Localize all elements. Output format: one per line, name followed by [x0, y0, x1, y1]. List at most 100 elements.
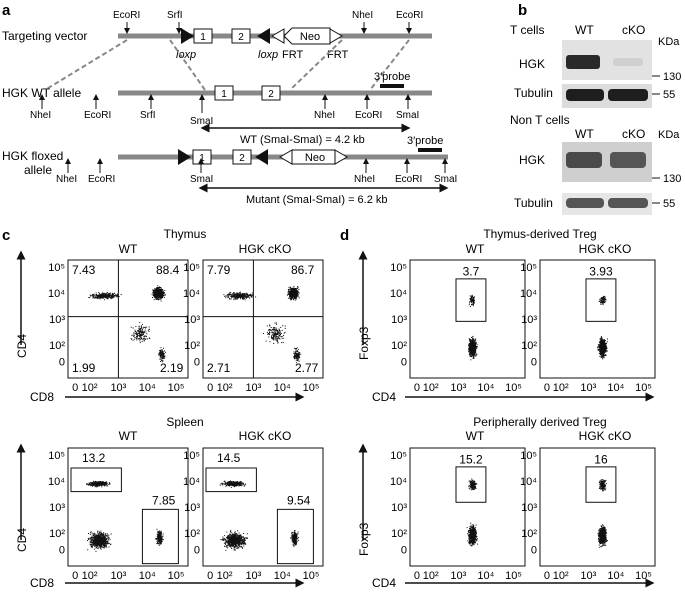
cd8-axis-label-1: CD8	[30, 390, 54, 404]
x-tick-label: 10⁵	[505, 570, 522, 582]
floxed-site-smai-1: SmaI	[190, 174, 213, 185]
cd4-x-axis-label-1: CD4	[372, 390, 396, 404]
spleen-cko-label: HGK cKO	[239, 429, 292, 443]
treg-plot-thymic-cko	[539, 259, 656, 379]
y-tick-label: 10²	[49, 340, 65, 352]
cd4-axis-label-2: CD4	[15, 528, 29, 552]
blot-marker-130-2: 130	[663, 173, 681, 185]
blot-row-tubulin-1: Tubulin	[514, 86, 553, 100]
y-tick-label: 0	[531, 544, 537, 556]
floxed-site-ecori-2: EcoRI	[395, 174, 422, 185]
blot-title-non-t-cells: Non T cells	[510, 113, 570, 127]
floxed-allele-label-1: HGK floxed	[2, 149, 63, 163]
wt-size-label: WT (SmaI-SmaI) = 4.2 kb	[240, 134, 365, 146]
x-tick-label: 10³	[245, 570, 261, 582]
spleen-title: Spleen	[166, 415, 203, 429]
y-tick-label: 0	[59, 544, 65, 556]
quadrant-value-ur: 88.4	[156, 263, 180, 277]
y-tick-label: 10²	[521, 340, 537, 352]
x-tick-label: 10⁵	[303, 382, 320, 394]
y-tick-label: 0	[401, 544, 407, 556]
panel-a: a Targeting vector 1 2 Neo loxp loxp FRT…	[2, 2, 457, 206]
targeting-vector-label: Targeting vector	[2, 29, 87, 43]
y-tick-label: 10⁴	[390, 288, 407, 300]
x-tick-label: 10³	[450, 382, 466, 394]
panel-b: b T cells WT cKO KDa HGK 130 Tubulin 55 …	[510, 2, 681, 215]
blot-row-hgk-1: HGK	[519, 57, 545, 71]
x-tick-label: 0	[72, 382, 78, 394]
y-tick-label: 10²	[184, 528, 200, 540]
x-tick-label: 10²	[423, 382, 439, 394]
floxed-site-nhei-2: NheI	[354, 174, 375, 185]
x-tick-label: 10³	[110, 570, 126, 582]
spleen-wt-label: WT	[119, 429, 138, 443]
y-tick-label: 0	[194, 356, 200, 368]
y-tick-label: 10⁴	[183, 476, 200, 488]
x-tick-label: 10³	[450, 570, 466, 582]
panel-letter-c: c	[2, 227, 10, 244]
floxed-site-ecori-1: EcoRI	[88, 174, 115, 185]
quadrant-value-ul: 7.43	[72, 263, 96, 277]
panel-d: d Thymus-derived Treg Peripherally deriv…	[340, 227, 655, 590]
x-tick-label: 10²	[553, 382, 569, 394]
y-tick-label: 10⁴	[520, 476, 537, 488]
y-tick-label: 10²	[49, 528, 65, 540]
y-tick-label: 10⁵	[390, 262, 407, 274]
x-tick-label: 10⁵	[635, 570, 652, 582]
gate-value-cd8: 9.54	[287, 494, 311, 508]
x-tick-label: 10³	[245, 382, 261, 394]
wt-exon-1: 1	[221, 89, 227, 100]
treg-gate-value: 15.2	[459, 452, 483, 466]
y-tick-label: 10⁵	[48, 450, 65, 462]
foxp3-axis-label-1: Foxp3	[357, 326, 371, 360]
treg-plot-peripheral-wt	[409, 447, 526, 567]
thymus-wt-label: WT	[119, 242, 138, 256]
x-tick-label: 10³	[580, 570, 596, 582]
y-tick-label: 10³	[521, 502, 537, 514]
treg-plot-thymic-wt	[409, 259, 526, 379]
floxed-size-label: Mutant (SmaI-SmaI) = 6.2 kb	[246, 194, 388, 206]
x-tick-label: 10⁴	[607, 570, 624, 582]
spleen-plot-cko	[202, 447, 324, 567]
blot-marker-130-1: 130	[663, 71, 681, 83]
ttreg-cko-label: HGK cKO	[579, 242, 632, 256]
y-tick-label: 10³	[184, 314, 200, 326]
y-tick-label: 10⁴	[183, 288, 200, 300]
wt-site-smai-2: SmaI	[396, 110, 419, 121]
thymus-cko-label: HGK cKO	[239, 242, 292, 256]
vector-site-ecori-2: EcoRI	[396, 10, 423, 21]
treg-gate-value: 3.93	[589, 264, 613, 278]
blot-lane-wt-1: WT	[575, 23, 594, 37]
wt-site-smai-1: SmaI	[190, 116, 213, 127]
vector-frt-1: FRT	[282, 49, 303, 61]
x-tick-label: 10⁵	[168, 382, 185, 394]
thymus-treg-title: Thymus-derived Treg	[483, 227, 596, 241]
x-tick-label: 0	[414, 570, 420, 582]
y-tick-label: 10⁵	[183, 450, 200, 462]
y-tick-label: 10³	[49, 314, 65, 326]
treg-plot-peripheral-cko	[539, 447, 656, 567]
ttreg-wt-label: WT	[466, 242, 485, 256]
x-tick-label: 0	[414, 382, 420, 394]
gate-value-cd4: 14.5	[217, 451, 241, 465]
y-tick-label: 10⁵	[520, 450, 537, 462]
blot-lane-cko-2: cKO	[622, 127, 645, 141]
cd4-axis-label-1: CD4	[15, 334, 29, 358]
vector-frt-2: FRT	[327, 49, 348, 61]
panel-letter-b: b	[518, 2, 527, 19]
y-tick-label: 0	[59, 356, 65, 368]
thymus-plot-cko	[202, 259, 324, 379]
floxed-site-smai-2: SmaI	[434, 174, 457, 185]
treg-gate-value: 16	[594, 452, 608, 466]
blot-title-t-cells: T cells	[510, 23, 544, 37]
y-tick-label: 10³	[521, 314, 537, 326]
blot-marker-55-2: 55	[663, 198, 675, 210]
x-tick-label: 10³	[580, 382, 596, 394]
x-tick-label: 0	[544, 382, 550, 394]
blot-row-tubulin-2: Tubulin	[514, 196, 553, 210]
y-tick-label: 10⁴	[390, 476, 407, 488]
floxed-site-nhei-1: NheI	[56, 174, 77, 185]
blot-unit-2: KDa	[658, 129, 680, 141]
x-tick-label: 0	[207, 570, 213, 582]
